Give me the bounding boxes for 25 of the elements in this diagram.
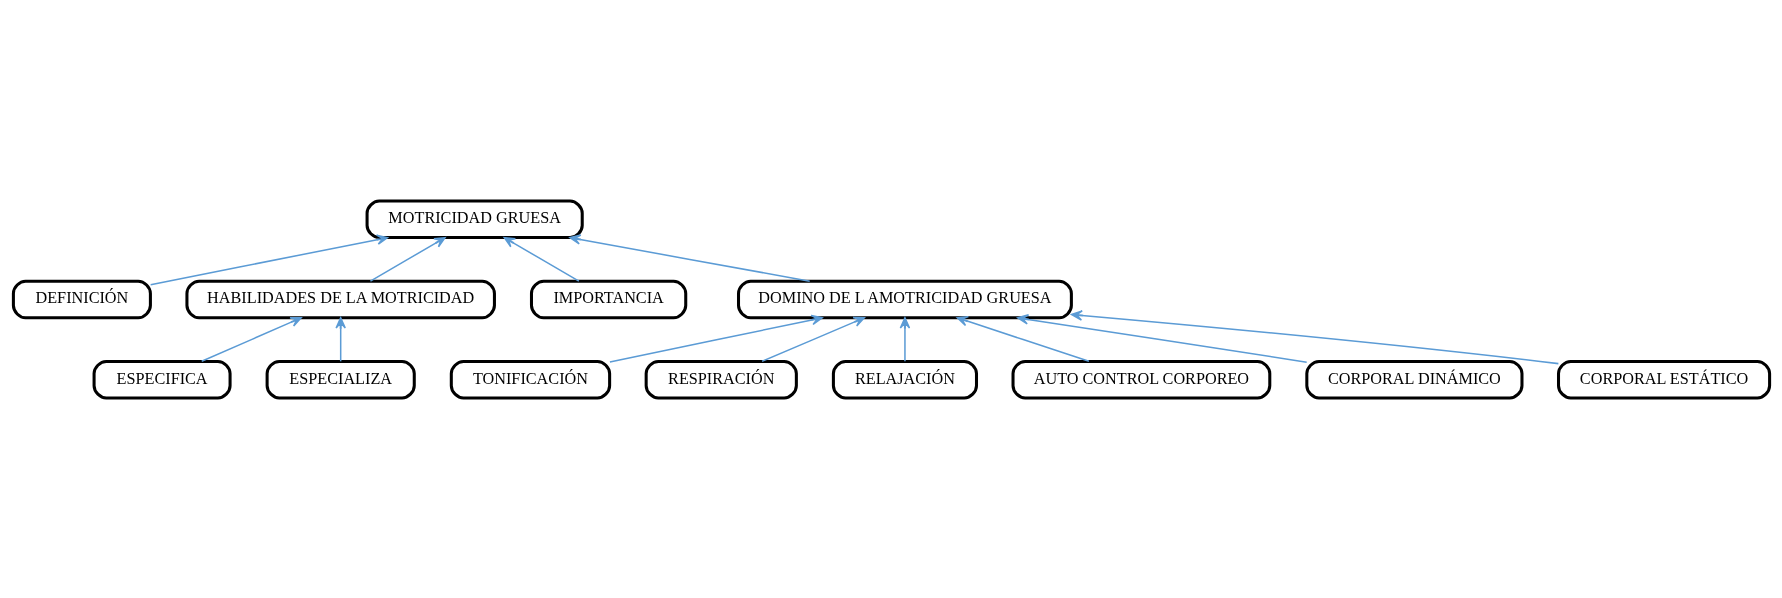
arrow	[899, 316, 910, 362]
arrow	[568, 233, 810, 282]
node-box: AUTO CONTROL CORPOREO	[1011, 359, 1271, 399]
arrow	[149, 233, 388, 285]
arrow	[1070, 309, 1559, 364]
arrow	[956, 315, 1090, 362]
arrow	[369, 236, 446, 282]
node-box: TONIFICACIÓN	[449, 359, 611, 399]
node-box: HABILIDADES DE LA MOTRICIDAD	[184, 279, 496, 319]
node-box: ESPECIALIZA	[265, 359, 416, 399]
node-box: MOTRICIDAD GRUESA	[365, 199, 584, 239]
node-box: CORPORAL ESTÁTICO	[1556, 359, 1771, 399]
node-box: ESPECIFICA	[92, 359, 232, 399]
arrow	[334, 316, 346, 362]
arrow	[608, 314, 823, 363]
arrow	[1016, 313, 1307, 363]
arrow	[503, 236, 580, 282]
arrow	[760, 316, 865, 362]
node-box: DOMINO DE L AMOTRICIDAD GRUESA	[736, 279, 1073, 319]
node-box: CORPORAL DINÁMICO	[1304, 359, 1523, 399]
arrow	[200, 316, 302, 362]
node-box: DEFINICIÓN	[11, 279, 152, 319]
node-box: IMPORTANCIA	[529, 279, 687, 319]
node-box: RELAJACIÓN	[831, 359, 978, 399]
node-box: RESPIRACIÓN	[644, 359, 798, 399]
